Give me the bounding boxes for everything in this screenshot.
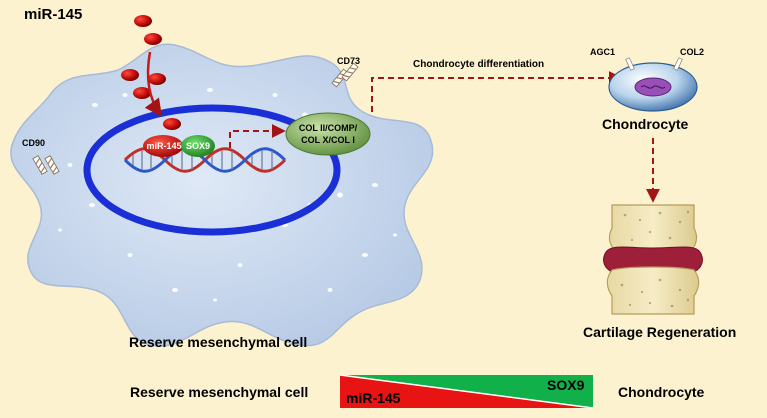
cd90-receptor-icon: [32, 155, 48, 175]
differentiation-arrow: [371, 71, 623, 112]
cd90-label: CD90: [22, 138, 46, 148]
cd73-label: CD73: [337, 56, 361, 66]
diagram-title: miR-145: [24, 6, 83, 23]
matrix-genes-line2: COL X/COL I: [301, 135, 355, 145]
gradient-sox9-label: SOX9: [547, 377, 585, 393]
gradient-mir145-label: miR-145: [346, 390, 401, 406]
nuclear-sox9-label: SOX9: [185, 141, 210, 151]
nuclear-mir145-blob: [143, 135, 183, 157]
cell-label: Reserve mesenchymal cell: [129, 334, 308, 350]
nuclear-sox9-blob: [181, 135, 215, 157]
differentiation-label: Chondrocyte differentiation: [413, 59, 545, 70]
matrix-genes-line1: COL II/COMP/: [298, 123, 358, 133]
joint-cartilage-icon: [603, 204, 703, 315]
cd90-receptor-icon-2: [44, 155, 60, 175]
chondrocyte-cell: [608, 57, 698, 112]
chondrocyte-label: Chondrocyte: [602, 116, 689, 132]
mirna-entry-arrow: [144, 51, 163, 117]
cd73-receptor-icon-2: [341, 62, 359, 82]
mirna-molecules: [121, 15, 181, 130]
mesenchymal-cell: [10, 43, 434, 347]
cartilage-matrix-genes-oval: [285, 112, 371, 156]
transcription-arrow: [229, 124, 286, 148]
gradient-left-label: Reserve mesenchymal cell: [130, 384, 309, 400]
nuclear-mir145-label: miR-145: [146, 141, 182, 151]
cartilage-regeneration-label: Cartilage Regeneration: [583, 324, 737, 340]
nucleus-envelope: [83, 104, 341, 236]
gradient-right-label: Chondrocyte: [618, 384, 705, 400]
expression-gradient-bar: [339, 374, 594, 409]
col2-label: COL2: [680, 47, 705, 57]
agc1-label: AGC1: [590, 47, 616, 57]
cd73-receptor-icon: [331, 68, 349, 88]
